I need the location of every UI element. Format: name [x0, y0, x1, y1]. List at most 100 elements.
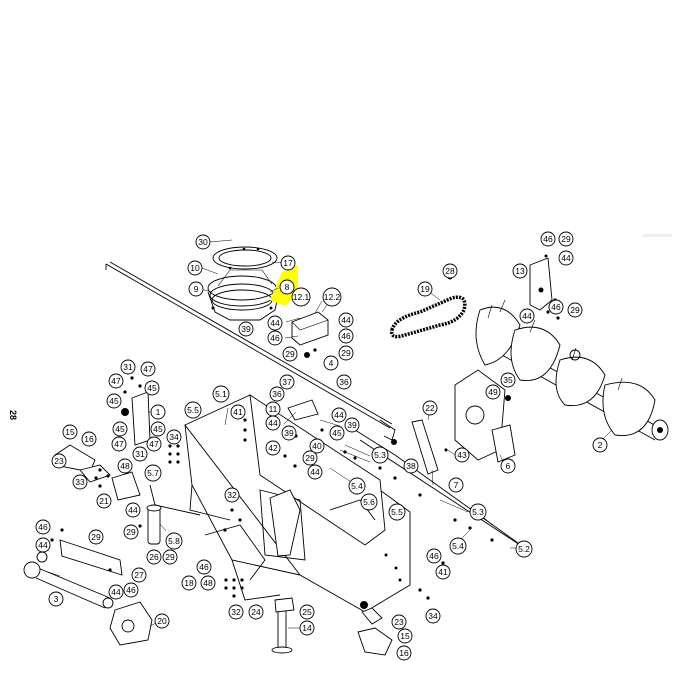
callout: 47	[111, 436, 127, 452]
callout: 36	[269, 386, 285, 402]
svg-text:45: 45	[147, 383, 157, 393]
svg-text:29: 29	[165, 552, 175, 562]
callout: 5.5	[388, 503, 406, 521]
callout: 47	[108, 373, 124, 389]
svg-text:47: 47	[149, 439, 159, 449]
callout: 5.7	[144, 464, 162, 482]
callout: 12.2	[322, 287, 342, 307]
callout: 16	[81, 431, 97, 447]
callout: 45	[150, 421, 166, 437]
callout: 46	[540, 231, 556, 247]
callout: 29	[88, 529, 104, 545]
callout: 3	[48, 591, 64, 607]
svg-text:44: 44	[268, 418, 278, 428]
callout: 13	[512, 263, 528, 279]
svg-text:41: 41	[438, 567, 448, 577]
callout: 5.5	[184, 401, 202, 419]
svg-text:46: 46	[543, 234, 553, 244]
svg-text:29: 29	[285, 349, 295, 359]
callout: 44	[267, 315, 283, 331]
callout: 44	[307, 464, 323, 480]
svg-text:40: 40	[312, 441, 322, 451]
callout: 29	[162, 549, 178, 565]
svg-text:44: 44	[111, 587, 121, 597]
callout: 6	[500, 458, 516, 474]
callout: 29	[558, 231, 574, 247]
svg-text:16: 16	[399, 648, 409, 658]
chute-bracket	[291, 311, 329, 358]
callout: 46	[123, 582, 139, 598]
callout: 2	[592, 437, 608, 453]
callout: 23	[391, 614, 407, 630]
svg-text:34: 34	[428, 611, 438, 621]
svg-text:11: 11	[269, 404, 278, 414]
callout: 4	[323, 355, 339, 371]
svg-text:44: 44	[522, 311, 532, 321]
callout: 39	[238, 321, 254, 337]
auger	[475, 299, 669, 441]
bearing-plate	[111, 471, 141, 501]
callout: 5.1	[212, 385, 230, 403]
callout: 29	[338, 345, 354, 361]
svg-text:30: 30	[198, 237, 208, 247]
svg-text:24: 24	[251, 607, 261, 617]
svg-text:2: 2	[598, 440, 603, 450]
svg-text:3: 3	[54, 594, 59, 604]
callout: 32	[228, 604, 244, 620]
callout: 44	[35, 537, 51, 553]
callout: 10	[187, 260, 203, 276]
callout: 25	[299, 604, 315, 620]
callout: 9	[188, 281, 204, 297]
svg-text:38: 38	[406, 461, 416, 471]
gearbox	[109, 601, 153, 646]
callout: 46	[426, 548, 442, 564]
svg-text:22: 22	[425, 403, 435, 413]
chute-ring-assembly	[207, 246, 279, 327]
callout: 1	[150, 404, 166, 420]
callout: 45	[329, 425, 345, 441]
svg-text:29: 29	[91, 532, 101, 542]
callout: 28	[442, 263, 458, 279]
auger-bearing-bracket	[529, 254, 553, 311]
svg-text:44: 44	[128, 505, 138, 515]
callout: 19	[417, 281, 433, 297]
svg-text:17: 17	[283, 258, 293, 268]
callout: 26	[146, 549, 162, 565]
callout: 5.8	[165, 532, 183, 550]
svg-text:37: 37	[282, 377, 292, 387]
page-number: 28	[8, 410, 18, 420]
callout: 5.6	[360, 493, 378, 511]
svg-text:44: 44	[310, 467, 320, 477]
callout: 45	[112, 421, 128, 437]
svg-text:46: 46	[270, 333, 280, 343]
callout: 41	[435, 564, 451, 580]
svg-text:39: 39	[284, 428, 294, 438]
callout: 30	[195, 234, 211, 250]
callout: 46	[267, 330, 283, 346]
callout: 44	[338, 312, 354, 328]
svg-text:49: 49	[488, 387, 498, 397]
svg-text:5.7: 5.7	[147, 468, 159, 478]
callout: 22	[422, 400, 438, 416]
svg-text:46: 46	[126, 585, 136, 595]
callout: 48	[200, 575, 216, 591]
svg-text:45: 45	[109, 396, 119, 406]
svg-text:47: 47	[143, 364, 153, 374]
callout: 44	[519, 308, 535, 324]
callout: 5.4	[348, 477, 366, 495]
callout: 44	[331, 407, 347, 423]
callout: 5.3	[469, 503, 487, 521]
svg-text:46: 46	[429, 551, 439, 561]
scan-mark	[642, 234, 672, 237]
callout: 46	[338, 328, 354, 344]
svg-text:5.8: 5.8	[168, 536, 180, 546]
svg-text:29: 29	[341, 348, 351, 358]
svg-text:19: 19	[420, 284, 430, 294]
callout: 12.1	[291, 287, 311, 307]
svg-text:46: 46	[199, 562, 209, 572]
svg-text:31: 31	[123, 362, 133, 372]
callout: 18	[181, 575, 197, 591]
callout: 23	[51, 453, 67, 469]
callout: 47	[140, 361, 156, 377]
